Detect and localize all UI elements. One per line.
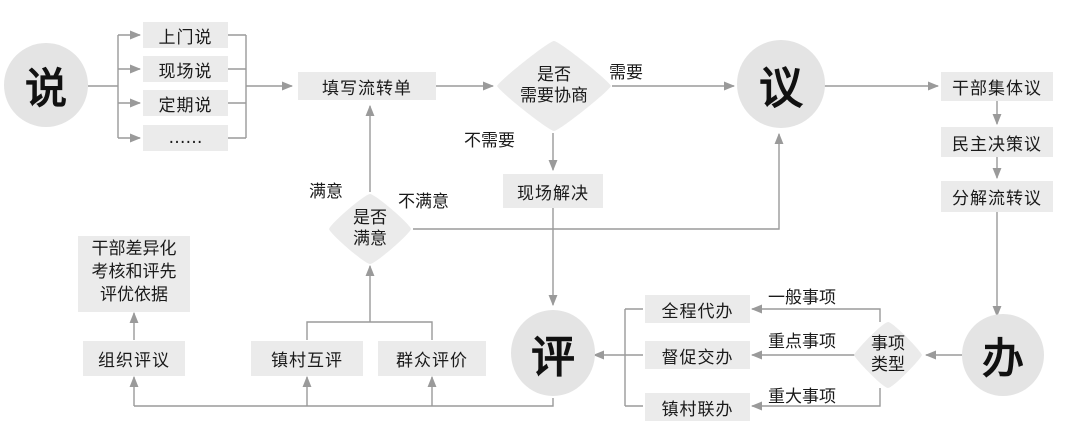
basis-line1: 干部差异化	[91, 239, 177, 259]
node-ban: 办	[962, 314, 1044, 396]
edge-type-to-joint	[750, 388, 881, 411]
node-more: ……	[143, 125, 228, 151]
decision-item-type-line1: 事项	[871, 334, 905, 354]
decision-item-type: 事项 类型	[852, 320, 924, 390]
label-no-need: 不需要	[464, 131, 515, 151]
node-org-review: 组织评议	[83, 341, 185, 376]
node-evaluation-basis: 干部差异化 考核和评先 评优依据	[78, 236, 190, 312]
decision-need-negotiate-line1: 是否	[537, 65, 571, 85]
edge-type-to-full	[750, 304, 881, 322]
edge-mutual-up	[306, 321, 433, 340]
label-satisfied: 满意	[309, 182, 343, 202]
decision-satisfied-line2: 满意	[353, 229, 387, 249]
node-cadre-collective: 干部集体议	[941, 72, 1053, 101]
node-democratic: 民主决策议	[941, 127, 1053, 157]
decision-satisfied: 是否 满意	[327, 192, 413, 266]
node-xianchang-shuo: 现场说	[143, 56, 228, 82]
node-supervise: 督促交办	[645, 341, 750, 369]
label-key-item: 重点事项	[768, 332, 836, 352]
basis-line3: 评优依据	[100, 285, 168, 305]
label-general-item: 一般事项	[768, 288, 836, 308]
node-shangmen: 上门说	[143, 22, 228, 48]
node-yi: 议	[737, 40, 825, 128]
label-need: 需要	[609, 63, 643, 83]
node-town-village-joint: 镇村联办	[645, 393, 750, 421]
label-major-item: 重大事项	[768, 387, 836, 407]
node-dingqi: 定期说	[143, 90, 228, 116]
node-onsite-solve: 现场解决	[503, 174, 603, 208]
node-shuo: 说	[4, 43, 88, 127]
node-ping: 评	[511, 310, 595, 396]
decision-need-negotiate-line2: 需要协商	[520, 86, 588, 106]
edge-not-satisfied-to-yi	[413, 132, 784, 230]
node-full-agent: 全程代办	[645, 295, 750, 323]
node-fill-form: 填写流转单	[298, 72, 436, 100]
edge-ping-bottom	[134, 398, 554, 407]
label-not-satisfied: 不满意	[398, 192, 449, 212]
basis-line2: 考核和评先	[91, 262, 177, 282]
node-mutual-review: 镇村互评	[251, 341, 363, 376]
node-decompose: 分解流转议	[941, 181, 1053, 212]
decision-satisfied-line1: 是否	[353, 208, 387, 228]
decision-need-negotiate: 是否 需要协商	[495, 39, 613, 133]
decision-item-type-line2: 类型	[871, 355, 905, 375]
node-public-review: 群众评价	[378, 341, 486, 376]
